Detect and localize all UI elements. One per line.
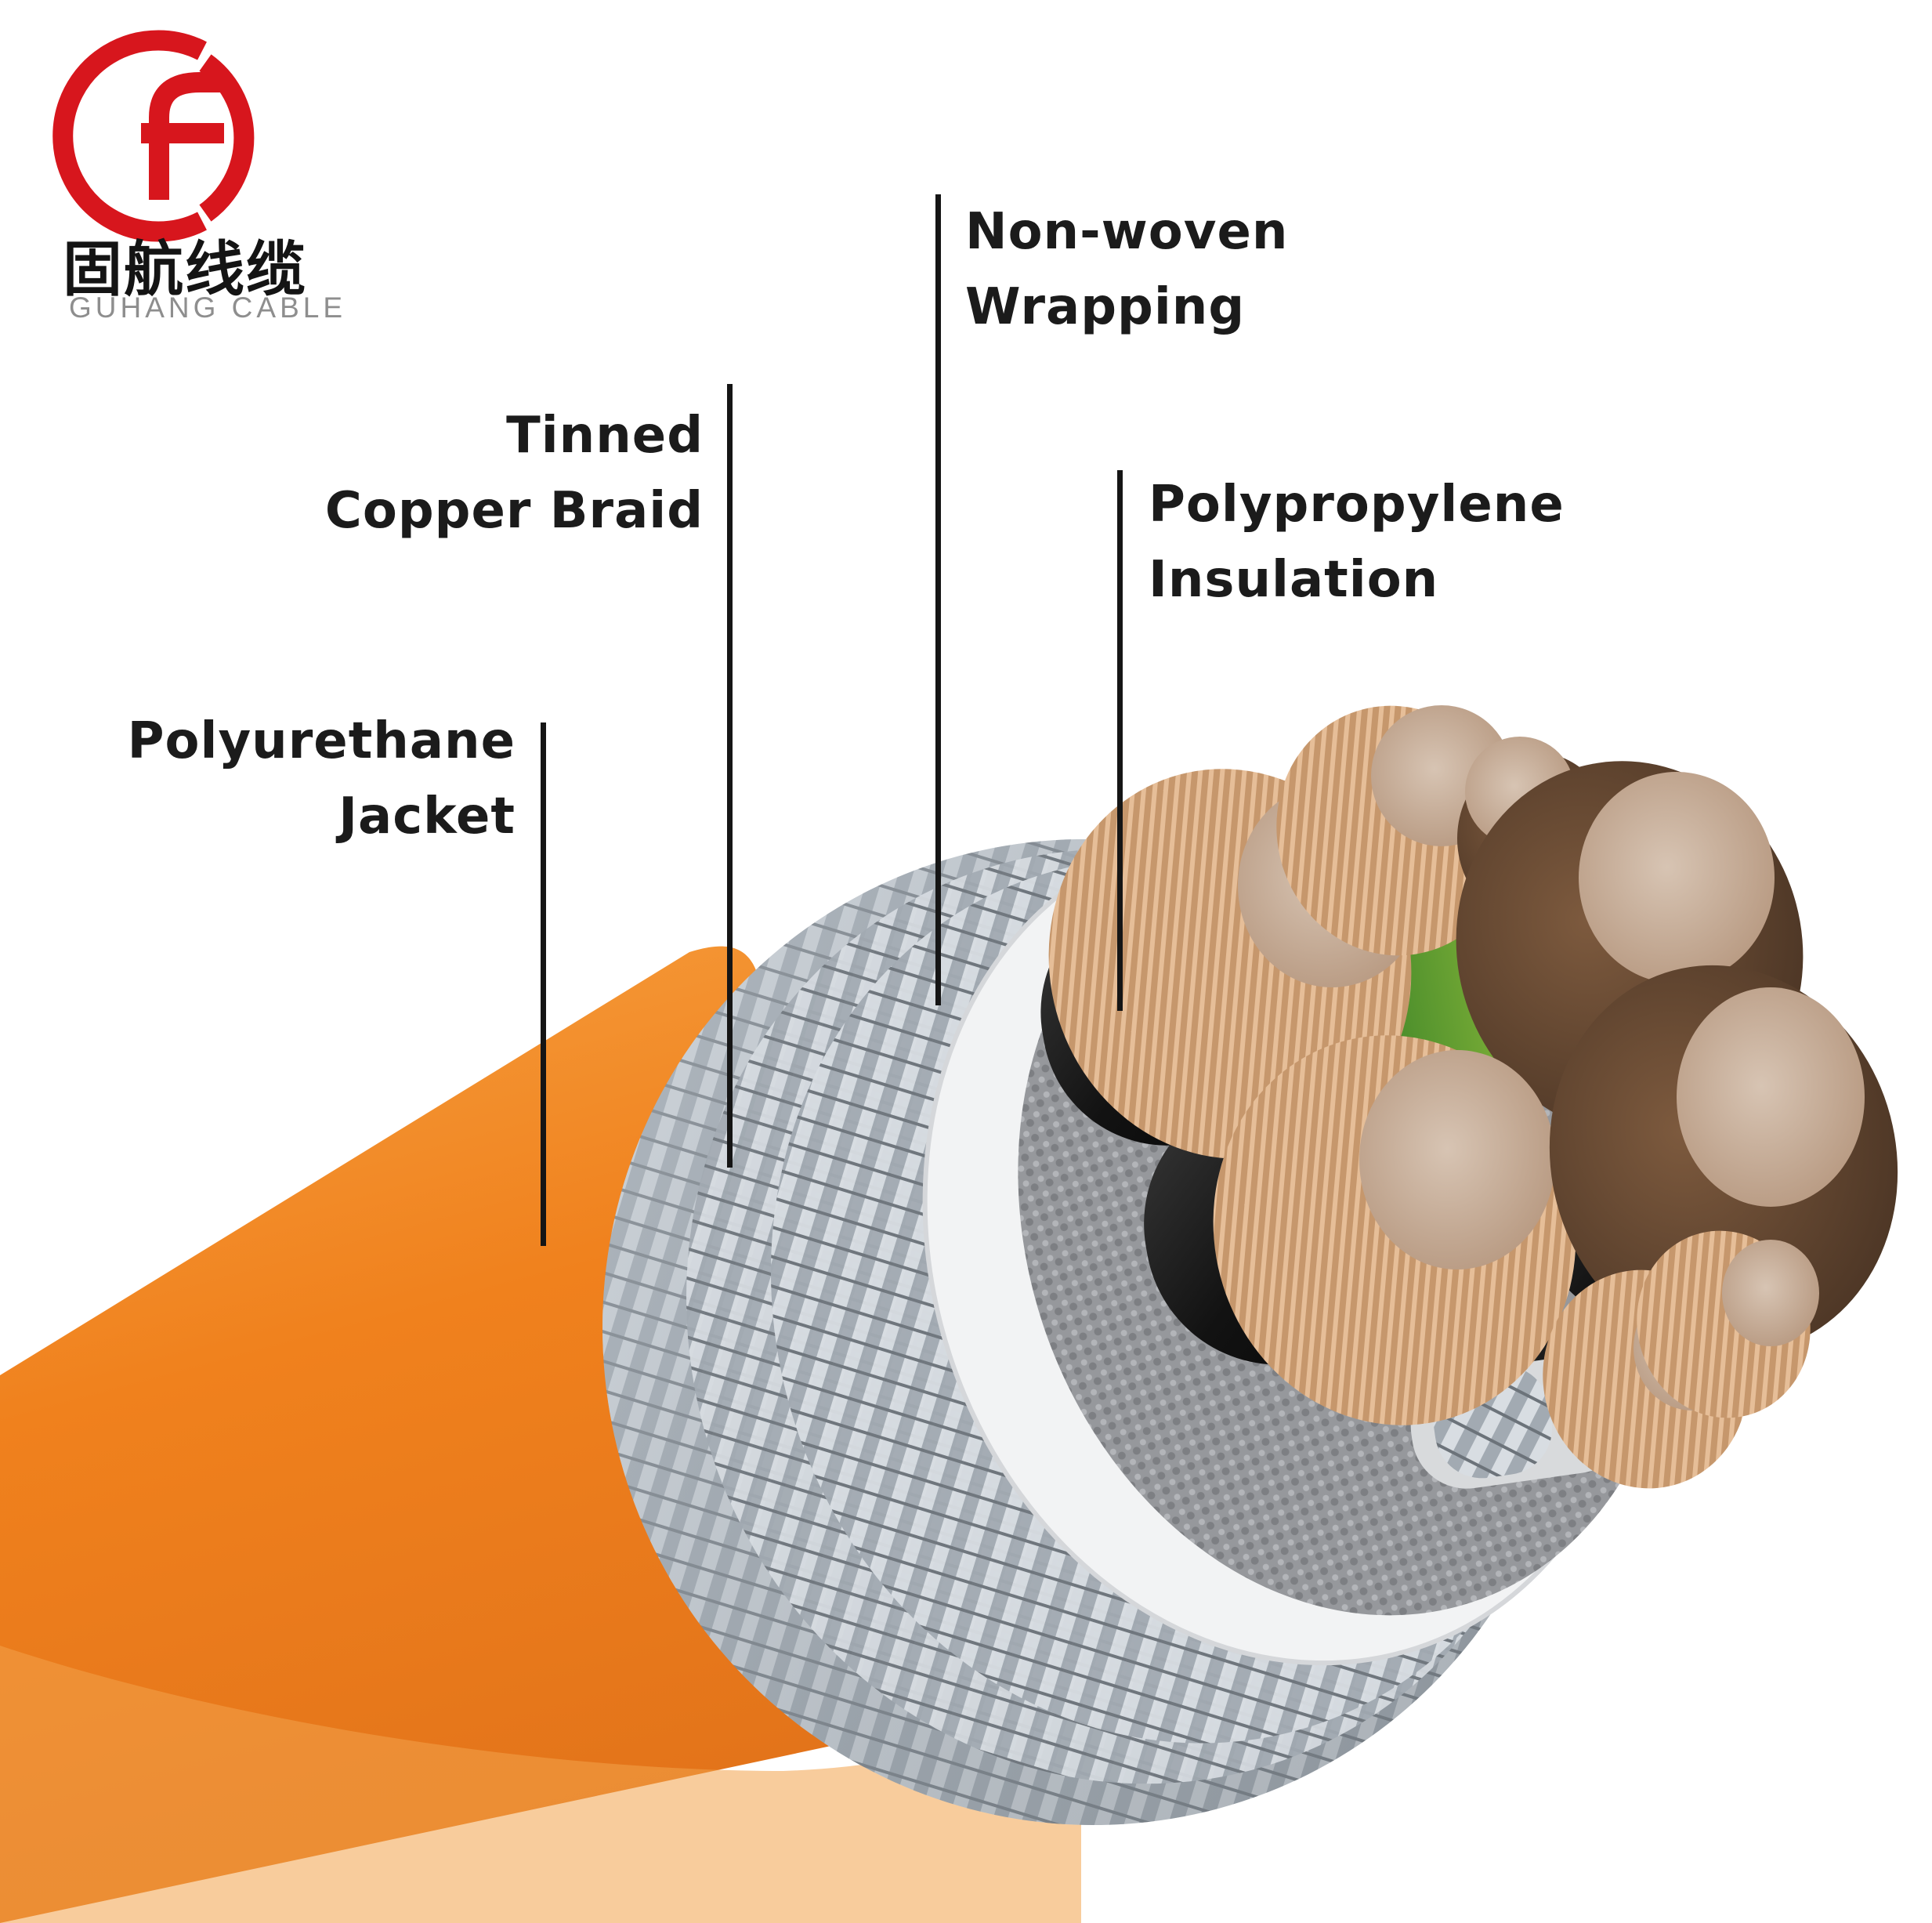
non-woven-wrapping-label: Non-woven Wrapping: [965, 194, 1288, 345]
polypropylene-insulation-label: Polypropylene Insulation: [1149, 467, 1565, 617]
polypropylene-line2: Insulation: [1149, 551, 1439, 609]
polypropylene-leader-line: [1117, 470, 1123, 1011]
tinned-copper-braid-label: Tinned Copper Braid: [325, 398, 704, 549]
polyurethane-jacket-label: Polyurethane Jacket: [128, 704, 516, 854]
polyurethane-leader-line: [541, 722, 546, 1246]
non-woven-leader-line: [935, 194, 941, 1005]
polyurethane-line1: Polyurethane: [127, 712, 516, 770]
tinned-copper-line1: Tinned: [506, 407, 704, 465]
logo-english-text: GUHANG CABLE: [69, 292, 347, 324]
polypropylene-line1: Polypropylene: [1149, 476, 1565, 534]
tinned-copper-leader-line: [727, 384, 733, 1168]
cf-circle-logo-icon: [52, 30, 255, 242]
tinned-copper-line2: Copper Braid: [324, 482, 704, 540]
logo-chinese-text: 固航线缆: [63, 234, 307, 304]
polyurethane-line2: Jacket: [338, 788, 516, 846]
non-woven-line2: Wrapping: [965, 278, 1246, 336]
copper-conductors-shape: [1048, 705, 1898, 1489]
non-woven-line1: Non-woven: [965, 203, 1289, 261]
